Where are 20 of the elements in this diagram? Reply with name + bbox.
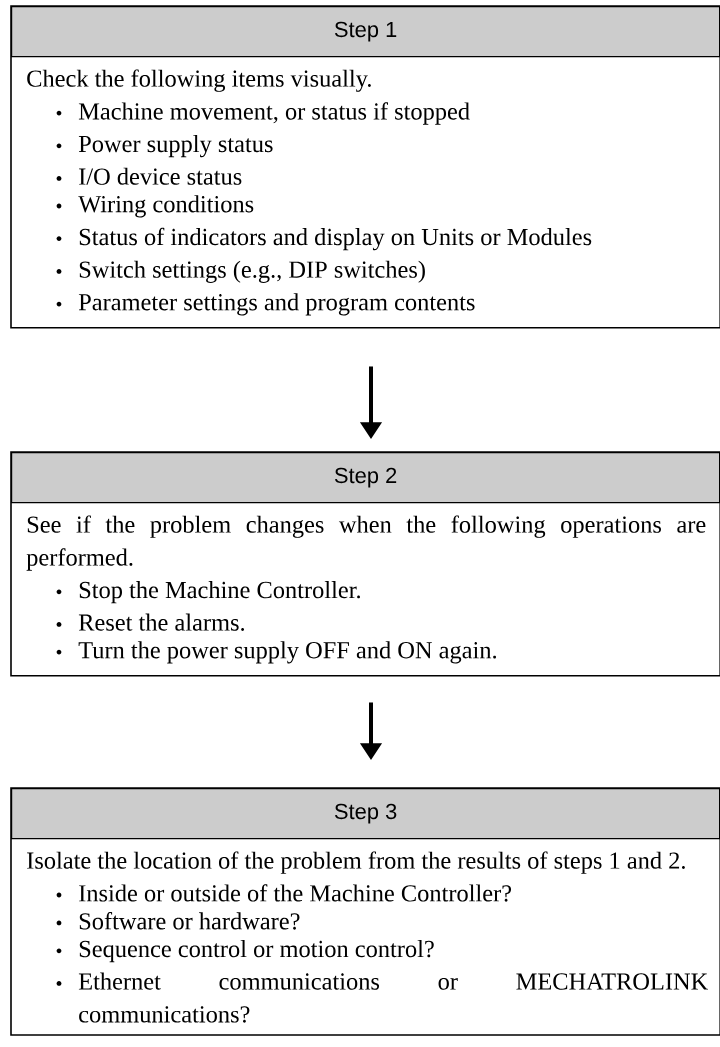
header-band: Step 1	[11, 6, 720, 58]
bullet-item: Parameter settings and program contents	[56, 293, 475, 316]
bullet-item: Reset the alarms.	[56, 613, 245, 631]
header-band: Step 2	[11, 452, 720, 504]
bullet-item: Turn the power supply OFF and ON again.	[56, 641, 497, 664]
bullet-item: Wiring conditions	[56, 195, 254, 218]
bullet-item: Stop the Machine Controller.	[56, 581, 360, 604]
intro-text: Check the following items visually.	[27, 69, 371, 92]
bullet-item: Status of indicators and display on Units or Modules	[56, 227, 592, 251]
bullet-item: Machine movement, or status if stopped	[56, 102, 470, 125]
bullet-item: Ethernet communications or MECHATROLINK communications?	[56, 972, 708, 1023]
bullet-item: Switch settings (e.g., DIP switches)	[56, 260, 425, 283]
bullet-item: I/O device status	[56, 167, 242, 185]
intro-text: Isolate the location of the problem from the results of steps 1 and 2.	[27, 851, 685, 874]
bullet-item: Inside or outside of the Machine Controller?	[56, 884, 512, 902]
bullet-item: Software or hardware?	[56, 912, 300, 930]
bullet-item: Power supply status	[56, 135, 273, 158]
bullet-item: Sequence control or motion control?	[56, 940, 434, 963]
intro-text: See if the problem changes when the following operations are performed.	[26, 515, 706, 571]
header-band: Step 3	[11, 788, 720, 840]
